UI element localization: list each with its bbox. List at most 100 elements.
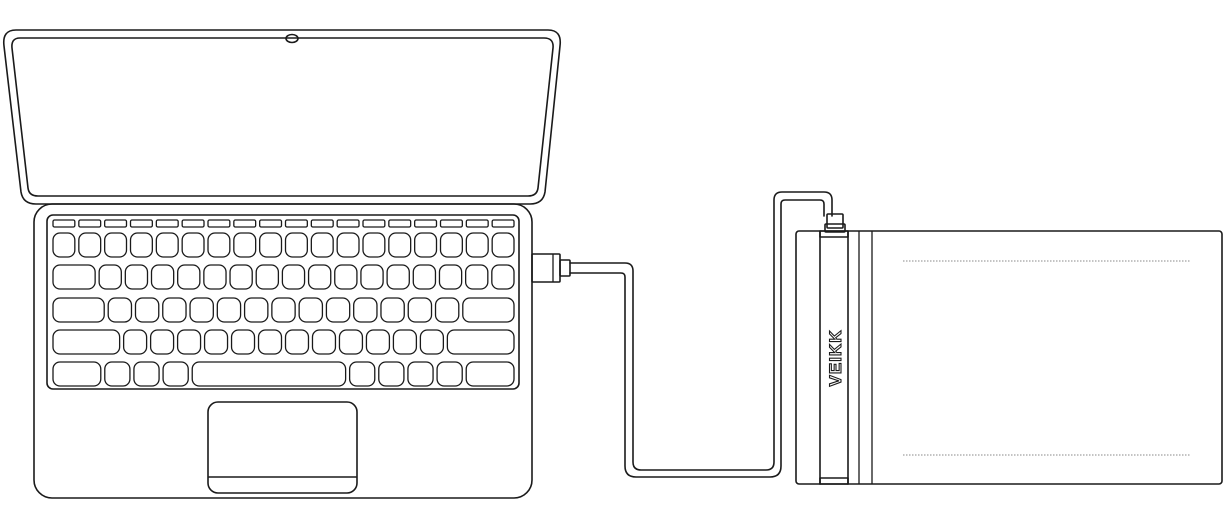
keyboard-key: [407, 297, 433, 323]
keyboard-key: [162, 297, 187, 323]
keyboard-key: [491, 264, 515, 290]
keyboard-key: [189, 297, 214, 323]
function-key: [181, 219, 205, 228]
keyboard-key: [353, 297, 378, 323]
keyboard-key: [216, 297, 242, 323]
function-key: [414, 219, 438, 228]
keyboard-key: [365, 329, 391, 355]
function-key: [104, 219, 128, 228]
keyboard-key: [338, 329, 364, 355]
touchpad: [207, 401, 358, 494]
keyboard-key: [407, 361, 434, 387]
keyboard-key: [52, 232, 76, 258]
keyboard-key: [491, 232, 515, 258]
function-key: [233, 219, 257, 228]
keyboard-key: [465, 232, 489, 258]
function-key: [207, 219, 231, 228]
keyboard-key: [378, 361, 405, 387]
keyboard-key: [149, 329, 175, 355]
keyboard-key: [129, 232, 153, 258]
keyboard-key: [243, 297, 269, 323]
laptop-lid-outer: [2, 29, 562, 205]
keyboard-key: [360, 264, 384, 290]
keyboard: [52, 232, 515, 387]
keyboard-key: [124, 264, 149, 290]
keyboard-well: [46, 214, 520, 390]
keyboard-key: [307, 264, 332, 290]
function-key: [310, 219, 334, 228]
keyboard-key: [176, 329, 202, 355]
keyboard-key: [392, 329, 418, 355]
function-key: [491, 219, 515, 228]
keyboard-key: [419, 329, 445, 355]
function-key: [52, 219, 76, 228]
keyboard-key: [52, 329, 121, 355]
keyboard-key: [259, 232, 283, 258]
tablet-body: [795, 230, 1223, 485]
function-key: [439, 219, 463, 228]
function-key-row: [52, 219, 515, 228]
keyboard-key: [362, 232, 386, 258]
keyboard-key: [133, 361, 160, 387]
keyboard-key: [229, 264, 253, 290]
laptop: [2, 29, 571, 499]
keyboard-key: [462, 297, 515, 323]
keyboard-key: [438, 264, 463, 290]
keyboard-key: [181, 232, 205, 258]
function-key: [388, 219, 412, 228]
function-key: [155, 219, 179, 228]
keyboard-key: [233, 232, 257, 258]
keyboard-key: [439, 232, 463, 258]
keyboard-key: [230, 329, 256, 355]
keyboard-key: [207, 232, 231, 258]
keyboard-key: [122, 329, 148, 355]
keyboard-key: [336, 232, 360, 258]
function-key: [78, 219, 102, 228]
keyboard-key: [464, 264, 489, 290]
laptop-screen: [11, 37, 554, 197]
function-key: [465, 219, 489, 228]
keyboard-key: [52, 264, 96, 290]
keyboard-key: [177, 264, 201, 290]
keyboard-key: [203, 264, 227, 290]
keyboard-key: [414, 232, 438, 258]
usb-cable: [569, 191, 833, 478]
keyboard-key: [104, 361, 131, 387]
keyboard-key: [52, 297, 105, 323]
tablet-usb-connector: [824, 213, 846, 233]
keyboard-key: [434, 297, 460, 323]
function-key: [284, 219, 308, 228]
keyboard-key: [98, 264, 122, 290]
keyboard-key: [380, 297, 405, 323]
keyboard-key: [191, 361, 347, 387]
laptop-base: [33, 203, 533, 499]
keyboard-key: [284, 232, 308, 258]
function-key: [129, 219, 153, 228]
keyboard-key: [162, 361, 189, 387]
keyboard-key: [348, 361, 376, 387]
keyboard-key: [465, 361, 515, 387]
keyboard-key: [446, 329, 515, 355]
tablet-brand-label: VEIKK: [826, 330, 845, 387]
drawing-tablet: VEIKK: [795, 213, 1223, 485]
keyboard-key: [203, 329, 229, 355]
laptop-usb-plug: [531, 253, 571, 283]
keyboard-key: [388, 232, 412, 258]
keyboard-key: [150, 264, 175, 290]
keyboard-key: [436, 361, 463, 387]
keyboard-key: [325, 297, 351, 323]
keyboard-key: [386, 264, 410, 290]
keyboard-key: [104, 232, 128, 258]
keyboard-key: [271, 297, 296, 323]
keyboard-key: [52, 361, 102, 387]
function-key: [336, 219, 360, 228]
keyboard-key: [334, 264, 358, 290]
keyboard-key: [155, 232, 179, 258]
keyboard-key: [78, 232, 102, 258]
keyboard-key: [134, 297, 160, 323]
keyboard-key: [284, 329, 310, 355]
function-key: [362, 219, 386, 228]
keyboard-key: [107, 297, 133, 323]
keyboard-key: [298, 297, 324, 323]
